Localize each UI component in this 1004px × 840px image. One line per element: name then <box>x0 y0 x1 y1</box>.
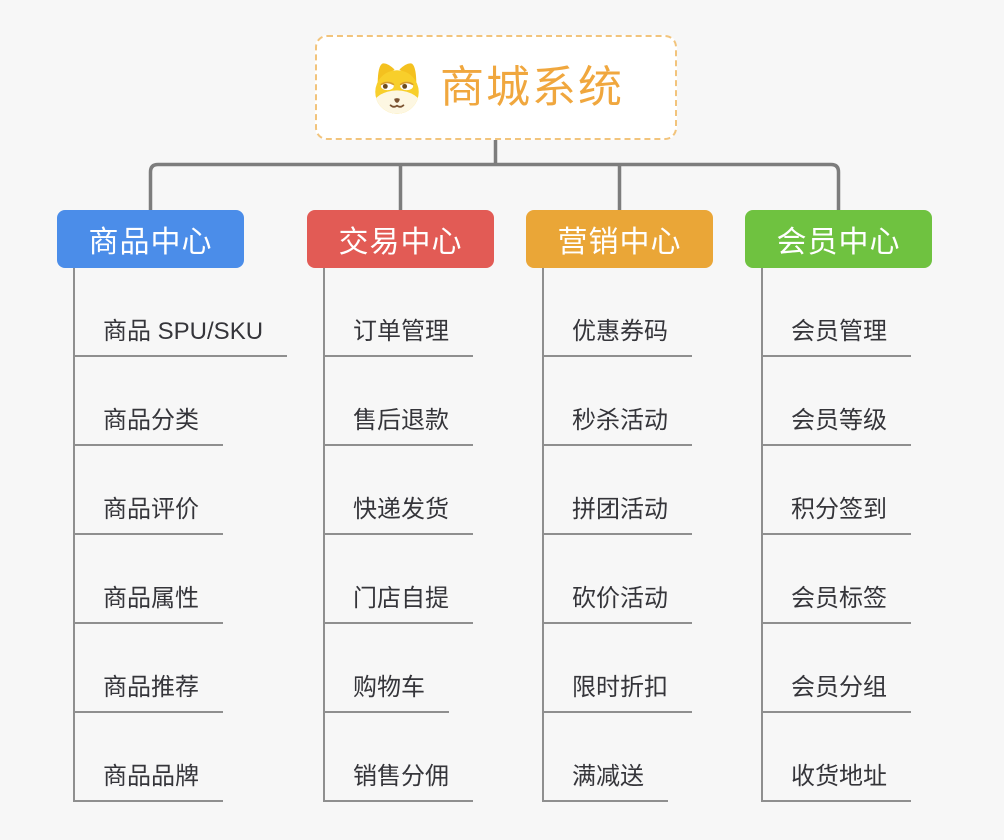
leaf-node[interactable]: 商品 SPU/SKU <box>75 268 288 357</box>
leaf-label: 商品属性 <box>75 578 223 624</box>
leaf-label: 限时折扣 <box>544 667 692 713</box>
leaf-label: 购物车 <box>325 667 449 713</box>
root-title: 商城系统 <box>440 62 624 112</box>
leaf-node[interactable]: 会员分组 <box>763 624 911 713</box>
leaf-node[interactable]: 优惠券码 <box>544 268 692 357</box>
branch-node-product-center[interactable]: 商品中心 <box>57 210 244 268</box>
leaf-label: 商品品牌 <box>75 756 223 802</box>
leaf-node[interactable]: 会员管理 <box>763 268 911 357</box>
leaf-label: 秒杀活动 <box>544 400 692 446</box>
leaf-label: 会员标签 <box>763 578 911 624</box>
leaf-node[interactable]: 商品属性 <box>75 535 287 624</box>
branch-children-product-center: 商品 SPU/SKU 商品分类商品评价商品属性商品推荐商品品牌 <box>73 268 288 802</box>
leaf-node[interactable]: 购物车 <box>325 624 473 713</box>
leaf-node[interactable]: 满减送 <box>544 713 692 802</box>
leaf-label: 快递发货 <box>325 489 473 535</box>
leaf-node[interactable]: 商品评价 <box>75 446 287 535</box>
leaf-node[interactable]: 订单管理 <box>325 268 473 357</box>
branch-node-marketing-center[interactable]: 营销中心 <box>526 210 713 268</box>
leaf-node[interactable]: 门店自提 <box>325 535 473 624</box>
dog-face-icon <box>368 59 426 117</box>
leaf-label: 商品评价 <box>75 489 223 535</box>
leaf-label: 收货地址 <box>763 756 911 802</box>
branch-children-member-center: 会员管理会员等级积分签到会员标签会员分组收货地址 <box>761 268 911 802</box>
branch-node-member-center[interactable]: 会员中心 <box>745 210 932 268</box>
leaf-label: 砍价活动 <box>544 578 692 624</box>
leaf-node[interactable]: 积分签到 <box>763 446 911 535</box>
branch-member-center: 会员中心会员管理会员等级积分签到会员标签会员分组收货地址 <box>745 210 932 802</box>
leaf-label: 会员分组 <box>763 667 911 713</box>
branch-children-marketing-center: 优惠券码秒杀活动拼团活动砍价活动限时折扣满减送 <box>542 268 692 802</box>
leaf-node[interactable]: 会员等级 <box>763 357 911 446</box>
branch-children-trade-center: 订单管理售后退款快递发货门店自提购物车销售分佣 <box>323 268 473 802</box>
leaf-label: 商品 SPU/SKU <box>75 311 288 357</box>
leaf-node[interactable]: 售后退款 <box>325 357 473 446</box>
leaf-node[interactable]: 秒杀活动 <box>544 357 692 446</box>
leaf-label: 商品推荐 <box>75 667 223 713</box>
leaf-node[interactable]: 砍价活动 <box>544 535 692 624</box>
leaf-label: 积分签到 <box>763 489 911 535</box>
branch-marketing-center: 营销中心优惠券码秒杀活动拼团活动砍价活动限时折扣满减送 <box>526 210 713 802</box>
leaf-label: 门店自提 <box>325 578 473 624</box>
branch-product-center: 商品中心商品 SPU/SKU 商品分类商品评价商品属性商品推荐商品品牌 <box>57 210 288 802</box>
leaf-node[interactable]: 销售分佣 <box>325 713 473 802</box>
branch-rail-line <box>148 162 841 211</box>
leaf-label: 拼团活动 <box>544 489 692 535</box>
root-node[interactable]: 商城系统 <box>315 35 677 140</box>
leaf-node[interactable]: 会员标签 <box>763 535 911 624</box>
leaf-label: 销售分佣 <box>325 756 473 802</box>
leaf-label: 满减送 <box>544 756 668 802</box>
leaf-node[interactable]: 商品分类 <box>75 357 287 446</box>
leaf-label: 售后退款 <box>325 400 473 446</box>
leaf-node[interactable]: 商品推荐 <box>75 624 287 713</box>
leaf-label: 商品分类 <box>75 400 223 446</box>
leaf-node[interactable]: 收货地址 <box>763 713 911 802</box>
leaf-label: 会员管理 <box>763 311 911 357</box>
branch-node-trade-center[interactable]: 交易中心 <box>307 210 494 268</box>
leaf-label: 订单管理 <box>325 311 473 357</box>
branch-trade-center: 交易中心订单管理售后退款快递发货门店自提购物车销售分佣 <box>307 210 494 802</box>
leaf-node[interactable]: 快递发货 <box>325 446 473 535</box>
leaf-node[interactable]: 限时折扣 <box>544 624 692 713</box>
leaf-label: 优惠券码 <box>544 311 692 357</box>
leaf-label: 会员等级 <box>763 400 911 446</box>
leaf-node[interactable]: 拼团活动 <box>544 446 692 535</box>
leaf-node[interactable]: 商品品牌 <box>75 713 287 802</box>
